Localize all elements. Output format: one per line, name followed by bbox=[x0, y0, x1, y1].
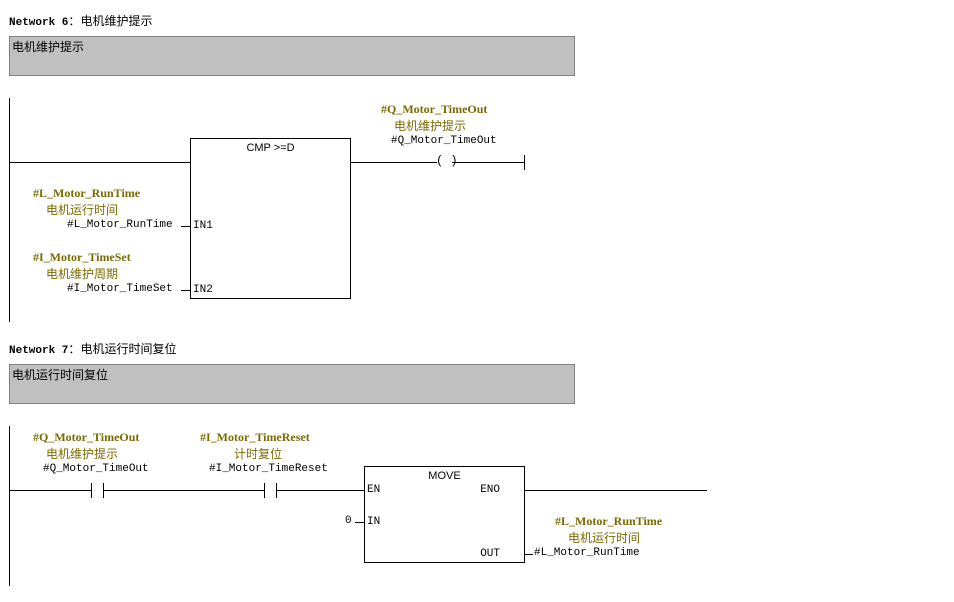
in2-wire bbox=[181, 290, 191, 291]
move-out-wire bbox=[525, 554, 533, 555]
contact1-right-bar[interactable] bbox=[103, 483, 104, 498]
coil-symbol: #Q_Motor_TimeOut bbox=[381, 102, 488, 116]
network-6-rung-wire bbox=[9, 162, 191, 163]
move-pin-in: IN bbox=[367, 516, 381, 528]
coil-symbol-glyph[interactable]: ( ) bbox=[436, 154, 458, 168]
in1-symbol: #L_Motor_RunTime bbox=[33, 186, 141, 200]
cmp-pin-in2: IN2 bbox=[193, 284, 213, 296]
contact1-wire-right bbox=[104, 490, 264, 491]
cmp-ge-d-box[interactable]: CMP >=D IN1 IN2 bbox=[190, 138, 351, 299]
coil-operand[interactable]: #Q_Motor_TimeOut bbox=[391, 135, 497, 147]
cmp-pin-in1: IN1 bbox=[193, 220, 213, 232]
contact2-right-bar[interactable] bbox=[276, 483, 277, 498]
contact1-left-bar[interactable] bbox=[91, 483, 92, 498]
contact1-operand[interactable]: #Q_Motor_TimeOut bbox=[43, 463, 149, 475]
move-pin-en: EN bbox=[367, 484, 381, 496]
network-7-title[interactable]: Network 7：电机运行时间复位 bbox=[9, 340, 176, 357]
network-7-separator: ： bbox=[68, 342, 81, 356]
network-6-title-text: 电机维护提示 bbox=[80, 14, 153, 28]
out-operand[interactable]: #L_Motor_RunTime bbox=[534, 547, 640, 559]
in1-wire bbox=[181, 226, 191, 227]
coil-wire-left bbox=[351, 162, 437, 163]
network-7-title-text: 电机运行时间复位 bbox=[80, 342, 177, 356]
move-in-wire bbox=[355, 522, 365, 523]
contact1-comment: 电机维护提示 bbox=[46, 447, 119, 461]
in2-symbol: #I_Motor_TimeSet bbox=[33, 250, 131, 264]
move-box-title: MOVE bbox=[428, 470, 461, 482]
network-7-power-rail bbox=[9, 426, 10, 586]
out-comment: 电机运行时间 bbox=[568, 531, 641, 545]
cmp-box-title: CMP >=D bbox=[246, 142, 295, 154]
network-7-label: Network 7 bbox=[9, 345, 69, 357]
move-in-value[interactable]: 0 bbox=[345, 515, 352, 527]
contact2-symbol: #I_Motor_TimeReset bbox=[200, 430, 310, 444]
contact2-wire-right bbox=[277, 490, 365, 491]
contact2-comment: 计时复位 bbox=[234, 447, 283, 461]
in1-comment: 电机运行时间 bbox=[46, 203, 119, 217]
move-pin-eno: ENO bbox=[480, 484, 500, 496]
in2-comment: 电机维护周期 bbox=[46, 267, 119, 281]
network-6-separator: ： bbox=[68, 14, 81, 28]
coil-end-bar bbox=[524, 155, 525, 170]
eno-wire bbox=[525, 490, 707, 491]
contact1-symbol: #Q_Motor_TimeOut bbox=[33, 430, 140, 444]
network-6-label: Network 6 bbox=[9, 17, 69, 29]
network-6-power-rail bbox=[9, 98, 10, 322]
in1-operand[interactable]: #L_Motor_RunTime bbox=[67, 219, 173, 231]
out-symbol: #L_Motor_RunTime bbox=[555, 514, 663, 528]
network-6-title[interactable]: Network 6：电机维护提示 bbox=[9, 12, 152, 29]
contact2-left-bar[interactable] bbox=[264, 483, 265, 498]
contact2-operand[interactable]: #I_Motor_TimeReset bbox=[209, 463, 328, 475]
network-7-comment[interactable]: 电机运行时间复位 bbox=[9, 364, 575, 404]
contact1-wire-left bbox=[9, 490, 91, 491]
coil-comment: 电机维护提示 bbox=[394, 119, 467, 133]
move-box[interactable]: MOVE EN ENO IN OUT bbox=[364, 466, 525, 563]
move-pin-out: OUT bbox=[480, 548, 500, 560]
coil-wire-right bbox=[452, 162, 524, 163]
network-6-comment[interactable]: 电机维护提示 bbox=[9, 36, 575, 76]
in2-operand[interactable]: #I_Motor_TimeSet bbox=[67, 283, 173, 295]
